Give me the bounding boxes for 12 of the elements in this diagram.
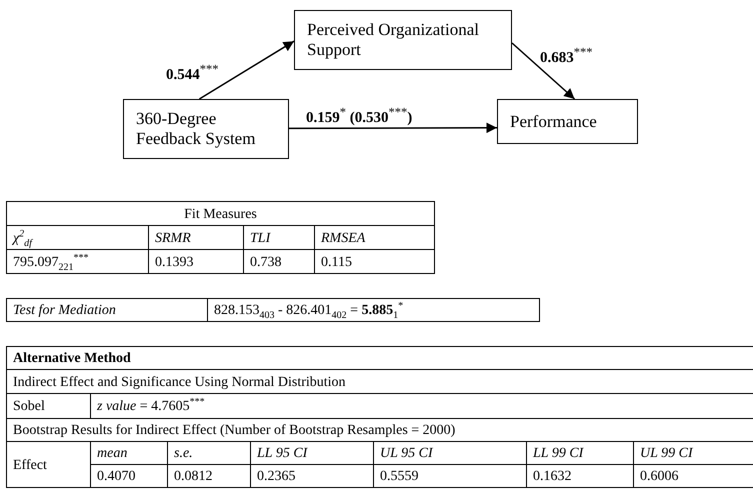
edge-label: 0.159$^{*}$ (0.530$^{***}$) (306, 105, 412, 127)
variable-box: Performance (497, 99, 638, 144)
header-cell: Test for Mediation (6, 298, 208, 322)
arrow (512, 42, 576, 100)
table-title-cell: Alternative Method (6, 346, 753, 370)
variable-box: 360-Degree Feedback System (123, 99, 289, 159)
header-cell: Effect (6, 441, 91, 488)
arrow (198, 40, 294, 100)
variable-box: Perceived Organizational Support (294, 10, 512, 70)
value-cell: 0.115 (314, 249, 435, 274)
arrow (289, 122, 497, 134)
table-title-cell: Fit Measures (6, 201, 435, 226)
